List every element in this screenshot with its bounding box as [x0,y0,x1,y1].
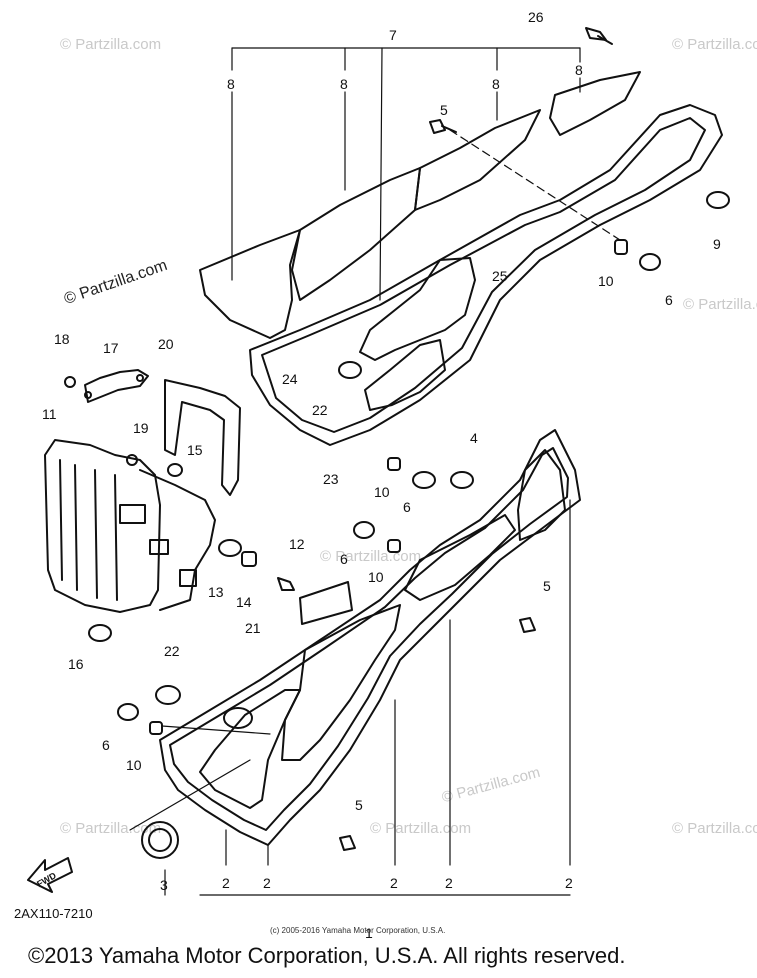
watermark: © Partzilla.com [60,36,162,53]
callout-14: 14 [236,594,252,610]
callout-10: 10 [374,484,390,500]
callout-17: 17 [103,340,119,356]
mount-bracket [164,379,241,496]
fwd-arrow [27,857,73,893]
callout-22: 22 [164,643,180,659]
callout-4: 4 [470,430,478,446]
callout-7: 7 [389,27,397,43]
inner-panel [359,257,476,411]
callout-19: 19 [133,420,149,436]
callout-8: 8 [492,76,500,92]
diagram-code: 2AX110-7210 [14,906,93,921]
callout-22: 22 [312,402,328,418]
callout-8: 8 [340,76,348,92]
callout-11: 11 [42,406,57,422]
callout-8: 8 [227,76,235,92]
watermark: © Partzilla.com [60,820,162,837]
hardware [64,27,730,859]
callout-9: 9 [713,236,721,252]
footer-copyright: ©2013 Yamaha Motor Corporation, U.S.A. A… [28,943,626,968]
callout-2: 2 [263,875,271,891]
callout-20: 20 [158,336,174,352]
callout-16: 16 [68,656,84,672]
callout-5: 5 [440,102,448,118]
callout-21: 21 [245,620,261,636]
watermark: © Partzilla.com [672,36,757,53]
lower-side-cover [159,429,581,846]
callout-10: 10 [598,273,614,289]
callout-10: 10 [126,757,142,773]
upper-side-cover [249,104,723,446]
callout-10: 10 [368,569,384,585]
callout-5: 5 [543,578,551,594]
fwd-label: FWD [35,870,58,889]
callout-8: 8 [575,62,583,78]
callout-2: 2 [222,875,230,891]
callout-6: 6 [665,292,673,308]
callout-2: 2 [445,875,453,891]
callout-5: 5 [355,797,363,813]
callout-3: 3 [160,877,168,893]
callout-26: 26 [528,9,544,25]
callout-6: 6 [102,737,110,753]
callout-labels: 1 2 2 2 2 2 3 4 5 5 5 6 6 6 6 7 8 8 8 8 … [35,9,721,941]
callout-1: 1 [365,925,373,941]
callout-2: 2 [390,875,398,891]
bracket [84,369,149,403]
callout-15: 15 [187,442,203,458]
callout-24: 24 [282,371,298,387]
callout-23: 23 [323,471,339,487]
small-copyright: (c) 2005-2016 Yamaha Motor Corporation, … [270,926,446,935]
leader-lines [129,47,621,896]
callout-6: 6 [403,499,411,515]
watermark: © Partzilla.com [683,296,757,313]
callout-18: 18 [54,331,70,347]
decal-set [199,71,641,339]
callout-6: 6 [340,551,348,567]
callout-2: 2 [565,875,573,891]
cdi-unit [44,439,216,613]
watermark: © Partzilla.com [672,820,757,837]
callout-12: 12 [289,536,305,552]
callout-25: 25 [492,268,508,284]
callout-13: 13 [208,584,224,600]
